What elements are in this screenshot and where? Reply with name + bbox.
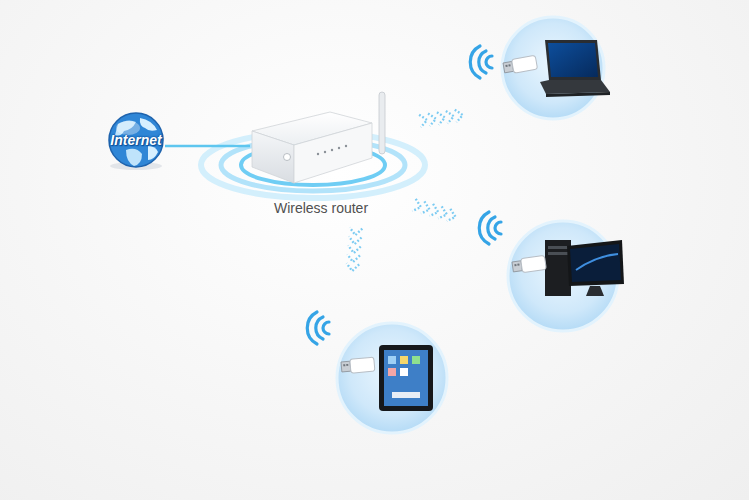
router-node: Wireless router [250,100,392,216]
tablet-client [307,312,447,433]
laptop-client [470,17,610,119]
internet-globe: Internet [107,111,165,169]
device-label: Wireless router [274,200,368,216]
signal-arrows [346,109,464,272]
router-icon [252,92,385,183]
network-cable [165,146,250,147]
globe-label: Internet [110,132,161,148]
globe-icon [109,113,163,170]
desktop-client [479,212,624,331]
